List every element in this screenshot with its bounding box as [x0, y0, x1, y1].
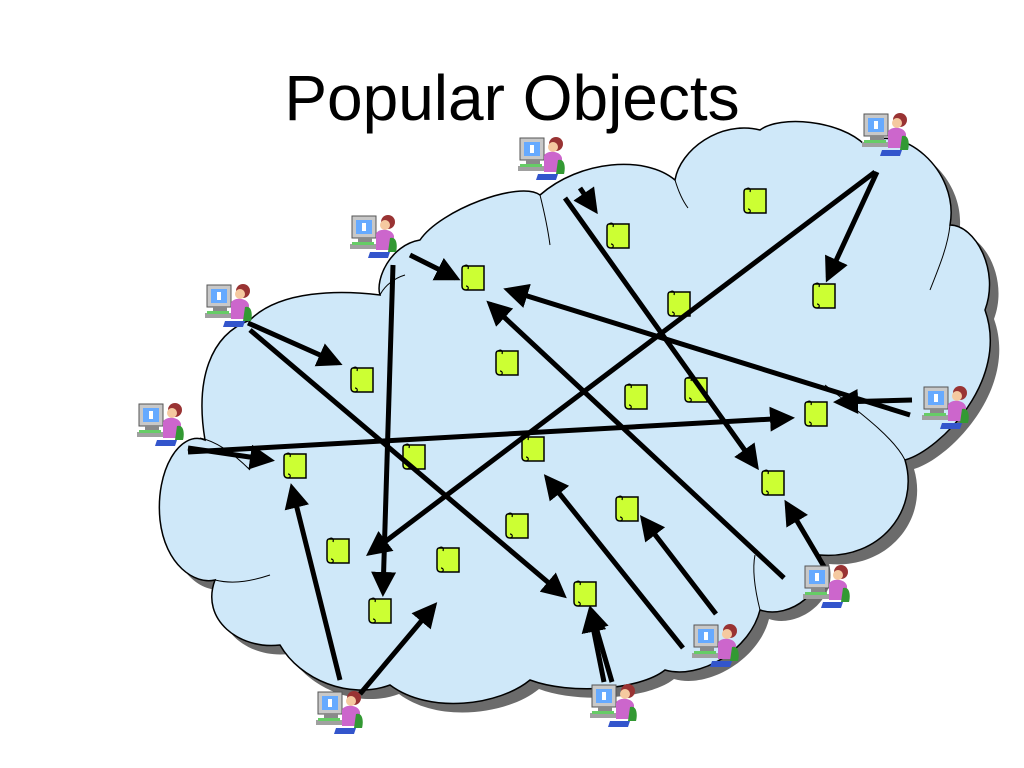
request-arrow [371, 264, 397, 597]
object-icon [804, 400, 828, 427]
request-arrow [573, 186, 598, 215]
object-icon [495, 349, 519, 376]
object-icon [326, 537, 350, 564]
object-icon [606, 222, 630, 249]
request-arrow [246, 320, 343, 367]
request-arrow [833, 388, 913, 414]
object-icon [505, 512, 529, 539]
object-icon [461, 264, 485, 291]
user-at-computer-icon [589, 683, 638, 728]
request-arrow [486, 300, 786, 580]
request-arrow [358, 602, 438, 696]
request-arrow [543, 474, 685, 650]
request-arrow [248, 328, 567, 599]
object-icon [368, 597, 392, 624]
request-arrow [581, 607, 607, 683]
slide-title: Popular Objects [284, 62, 740, 134]
user-at-computer-icon [349, 214, 398, 259]
request-arrow [784, 499, 829, 572]
object-icon [283, 452, 307, 479]
object-icon [624, 383, 648, 410]
object-icon [743, 187, 767, 214]
object-icon [350, 366, 374, 393]
user-at-computer-icon [204, 283, 253, 328]
request-arrow [187, 406, 795, 455]
object-icon [436, 546, 460, 573]
object-icon [812, 282, 836, 309]
object-icon [761, 469, 785, 496]
request-arrow [284, 483, 343, 681]
request-arrows [187, 170, 913, 696]
request-arrow [825, 170, 880, 283]
object-icon [615, 495, 639, 522]
object-icon [573, 580, 597, 607]
object-icon [521, 435, 545, 462]
request-arrow [408, 252, 461, 281]
user-at-computer-icon [136, 402, 185, 447]
request-arrow [366, 170, 877, 557]
user-at-computer-icon [517, 136, 566, 181]
cloud-shape [158, 120, 1000, 713]
request-arrow [639, 515, 718, 616]
user-at-computer-icon [315, 690, 364, 735]
